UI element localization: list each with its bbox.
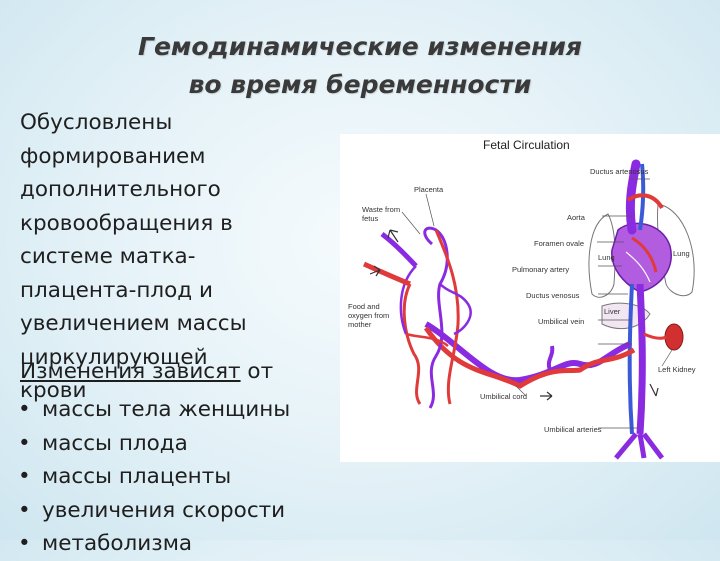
paragraph-line: циркулирующей xyxy=(20,344,208,370)
maternal-vein xyxy=(380,232,418,268)
label-aorta: Aorta xyxy=(567,213,586,222)
changes-heading-underlined: Изменения зависят xyxy=(20,359,241,384)
heart-detail xyxy=(625,251,651,283)
placenta-vessel-3 xyxy=(402,283,422,405)
heart-shape xyxy=(611,222,672,293)
placenta-vessel-6 xyxy=(405,332,449,347)
slide-title-line-2: во время беременности xyxy=(188,70,532,99)
placenta-vessel-5 xyxy=(439,283,472,336)
slide-title: Гемодинамические изменения во время бере… xyxy=(0,28,720,104)
label-food-line-2: oxygen from xyxy=(348,311,389,320)
paragraph-line: плацента-плод и xyxy=(20,277,213,303)
paragraph-line: системе матка- xyxy=(20,244,196,269)
label-pulmonary-artery: Pulmonary artery xyxy=(512,265,569,274)
arrow-icon xyxy=(369,265,381,277)
list-item: метаболизма xyxy=(18,527,290,561)
label-food-line-3: mother xyxy=(348,320,372,329)
cord-twist xyxy=(546,345,555,371)
iliac-vessels xyxy=(614,432,664,460)
descending-aorta-vessel xyxy=(636,283,646,435)
label-umbilical-arteries: Umbilical arteries xyxy=(544,425,602,434)
arrow-icon xyxy=(540,391,553,401)
label-ductus-arteriosus: Ductus arteriosus xyxy=(590,167,649,176)
label-foramen-ovale: Foramen ovale xyxy=(534,239,584,248)
label-lung-left: Lung xyxy=(673,249,690,258)
slide-title-line-1: Гемодинамические изменения xyxy=(138,32,582,61)
factors-list: массы тела женщины массы плода массы пла… xyxy=(18,393,290,561)
paragraph-line: формированием xyxy=(20,143,206,169)
changes-heading: Изменения зависят от xyxy=(20,357,273,387)
leader-lines xyxy=(401,178,673,429)
label-umbilical-vein: Umbilical vein xyxy=(538,317,584,326)
paragraph-line: увеличением массы xyxy=(20,311,247,336)
label-umbilical-cord: Umbilical cord xyxy=(480,392,527,401)
renal-vessel xyxy=(643,332,667,340)
aorta-vessel xyxy=(625,159,641,235)
arrow-icon xyxy=(387,229,399,243)
placenta-vessel-4 xyxy=(399,265,417,335)
umbilical-artery-strand xyxy=(423,326,636,389)
label-left-kidney: Left Kidney xyxy=(658,365,696,374)
label-lung-right: Lung xyxy=(598,253,615,262)
changes-heading-rest: от xyxy=(240,359,274,384)
paragraph-line: кровообращения в xyxy=(20,210,233,236)
label-liver: Liver xyxy=(604,307,621,316)
placenta-vessel-2 xyxy=(434,229,460,405)
inferior-vena-cava-vessel xyxy=(627,283,634,435)
label-food-line-1: Food and xyxy=(348,302,380,311)
fetal-circulation-figure: Fetal Circulation xyxy=(340,134,720,462)
list-item: массы тела женщины xyxy=(18,393,290,427)
label-placenta: Placenta xyxy=(414,185,444,194)
maternal-artery xyxy=(362,261,411,287)
label-waste-line-2: fetus xyxy=(362,214,379,223)
fetal-circulation-diagram: Fetal Circulation xyxy=(348,138,696,460)
list-item: массы плаценты xyxy=(18,460,290,494)
kidney-shape xyxy=(664,323,684,351)
label-ductus-venosus: Ductus venosus xyxy=(526,291,580,300)
list-item: увеличения скорости xyxy=(18,494,290,528)
label-waste-line-1: Waste from xyxy=(362,205,400,214)
list-item: массы плода xyxy=(18,427,290,461)
ductus-arteriosus-vessel xyxy=(626,193,664,210)
paragraph-line: Обусловлены xyxy=(20,110,173,135)
placenta-vessel-1 xyxy=(423,226,449,409)
figure-title: Fetal Circulation xyxy=(483,138,570,152)
paragraph-line: дополнительного xyxy=(20,177,221,202)
arrow-icon xyxy=(649,383,659,397)
heart-vessel xyxy=(631,236,658,273)
intro-paragraph: Обусловлены формированием дополнительног… xyxy=(20,106,340,408)
